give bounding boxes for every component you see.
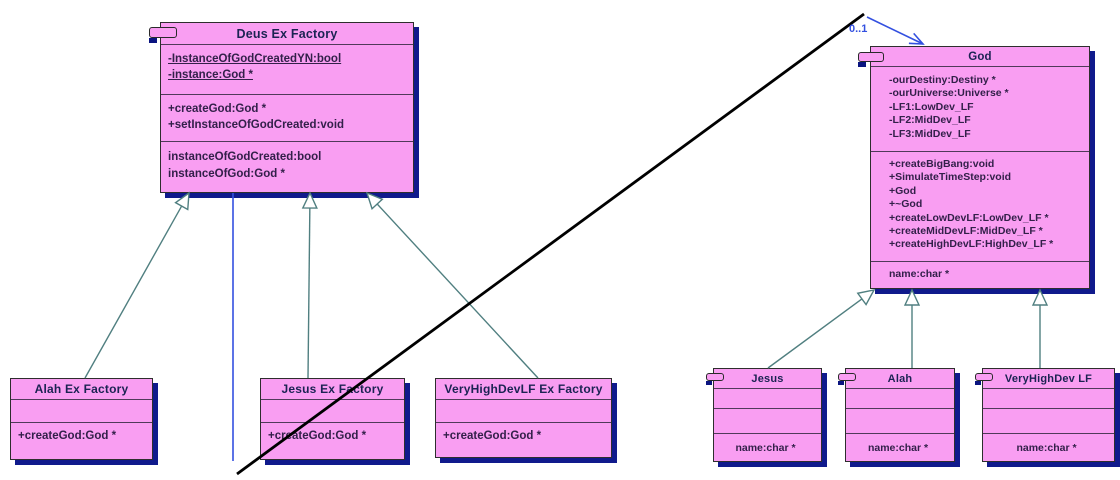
class-icon-square: [974, 381, 981, 385]
methods-section: +createGod:God * +setInstanceOfGodCreated…: [161, 94, 413, 141]
properties-section: name:char *: [871, 261, 1089, 288]
methods-section: [983, 408, 1114, 433]
class-title: VeryHighDevLF Ex Factory: [444, 382, 603, 396]
attributes-section: [436, 399, 611, 422]
properties-section: name:char *: [714, 433, 821, 461]
member-line: +createGod:God *: [18, 430, 117, 442]
attributes-section: [983, 388, 1114, 408]
methods-section: +createGod:God *: [261, 422, 404, 459]
class-title: Deus Ex Factory: [236, 26, 338, 41]
properties-section: name:char *: [846, 433, 954, 461]
member-line: +createHighDevLF:HighDev_LF *: [889, 238, 1054, 251]
class-title: God: [968, 50, 992, 63]
methods-section: [714, 408, 821, 433]
member-line: -LF3:MidDev_LF: [889, 127, 971, 140]
member-line: -LF2:MidDev_LF: [889, 114, 971, 127]
class-icon-square: [148, 38, 157, 43]
member-line: -ourDestiny:Destiny *: [889, 74, 996, 86]
class-icon: [857, 52, 884, 67]
class-jesus[interactable]: Jesus name:char *: [705, 368, 822, 462]
properties-section: name:char *: [983, 433, 1114, 461]
member-line: -InstanceOfGodCreatedYN:bool: [168, 53, 342, 65]
class-jesus-ex-factory[interactable]: Jesus Ex Factory +createGod:God *: [260, 378, 405, 460]
class-title: VeryHighDev LF: [1004, 372, 1093, 385]
member-line: name:char *: [867, 442, 929, 454]
class-deus-ex-factory[interactable]: Deus Ex Factory -InstanceOfGodCreatedYN:…: [148, 22, 414, 193]
class-icon-square: [837, 381, 844, 385]
attributes-section: -ourDestiny:Destiny *-ourUniverse:Univer…: [871, 66, 1089, 151]
member-line: +God: [889, 184, 917, 197]
member-line: -LF1:LowDev_LF: [889, 100, 974, 113]
class-god[interactable]: God -ourDestiny:Destiny *-ourUniverse:Un…: [857, 46, 1090, 289]
class-title: Jesus Ex Factory: [281, 382, 384, 396]
member-line: +~God: [889, 198, 923, 211]
class-alah-ex-factory[interactable]: Alah Ex Factory +createGod:God *: [10, 378, 153, 460]
member-line: name:char *: [735, 442, 796, 454]
member-line: +SimulateTimeStep:void: [889, 171, 1012, 184]
member-line: +createGod:God *: [268, 430, 367, 442]
class-icon: [837, 373, 856, 385]
attributes-section: [846, 388, 954, 408]
properties-section: instanceOfGodCreated:bool instanceOfGod:G…: [161, 141, 413, 192]
attributes-section: [261, 399, 404, 422]
member-line: instanceOfGod:God *: [168, 168, 285, 180]
member-line: -ourUniverse:Universe *: [889, 87, 1009, 100]
attributes-section: [714, 388, 821, 408]
member-line: +createGod:God *: [168, 103, 267, 115]
class-icon: [705, 373, 724, 385]
class-title: Alah: [887, 372, 913, 385]
methods-section: +createGod:God *: [11, 422, 152, 459]
member-line: +setInstanceOfGodCreated:void: [168, 119, 345, 131]
member-line: name:char *: [889, 268, 950, 280]
class-veryhighdev-lf[interactable]: VeryHighDev LF name:char *: [974, 368, 1115, 462]
class-title: Jesus: [751, 372, 784, 385]
methods-section: +createBigBang:void+SimulateTimeStep:voi…: [871, 151, 1089, 261]
methods-section: [846, 408, 954, 433]
member-line: +createMidDevLF:MidDev_LF *: [889, 225, 1043, 238]
member-line: name:char *: [1016, 442, 1077, 454]
attributes-section: -InstanceOfGodCreatedYN:bool -instance:Go…: [161, 44, 413, 94]
member-line: instanceOfGodCreated:bool: [168, 151, 322, 163]
class-icon-square: [705, 381, 712, 385]
methods-section: +createGod:God *: [436, 422, 611, 457]
member-line: +createGod:God *: [443, 430, 542, 442]
class-icon: [974, 373, 993, 385]
attributes-section: [11, 399, 152, 422]
class-title: Alah Ex Factory: [34, 382, 129, 396]
class-alah[interactable]: Alah name:char *: [837, 368, 955, 462]
class-veryhighdevlf-ex-factory[interactable]: VeryHighDevLF Ex Factory +createGod:God …: [435, 378, 612, 458]
member-line: +createBigBang:void: [889, 158, 995, 170]
member-line: -instance:God *: [168, 69, 253, 81]
class-icon-square: [857, 62, 866, 67]
member-line: +createLowDevLF:LowDev_LF *: [889, 211, 1049, 224]
class-icon: [148, 27, 177, 43]
multiplicity-label[interactable]: 0..1: [849, 23, 868, 35]
